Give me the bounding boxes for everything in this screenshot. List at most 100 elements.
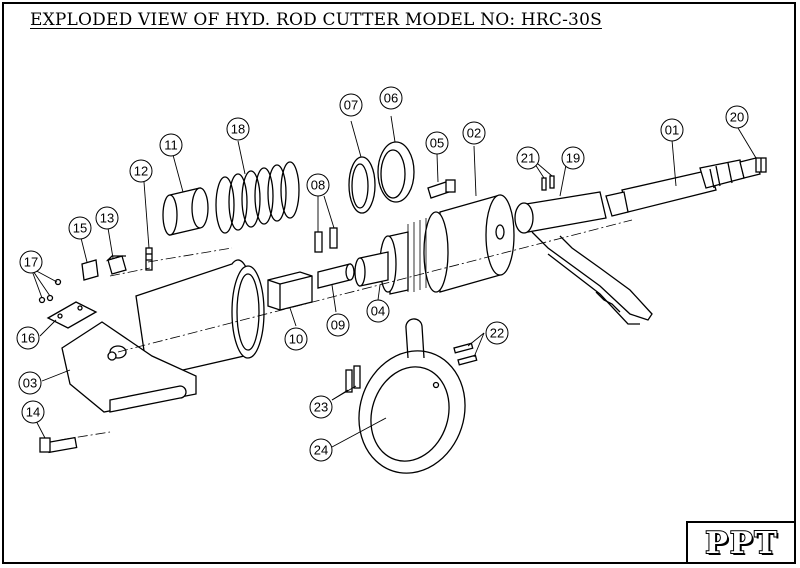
callout-label: 07 (344, 98, 358, 113)
callout-18: 18 (226, 117, 250, 141)
callout-03: 03 (18, 371, 42, 395)
part-07-ring (348, 156, 376, 214)
callout-label: 23 (314, 400, 328, 415)
callout-05: 05 (425, 131, 449, 155)
callout-label: 18 (231, 122, 245, 137)
part-24-screws (345, 365, 361, 393)
part-23-ring-frame (358, 318, 466, 474)
callout-circle (485, 321, 509, 345)
callout-label: 20 (730, 110, 744, 125)
callout-label: 17 (24, 255, 38, 270)
callout-circle (516, 146, 540, 170)
part-12-pin (145, 247, 153, 271)
callout-label: 09 (331, 318, 345, 333)
callout-10: 10 (284, 327, 308, 351)
callout-circle (18, 371, 42, 395)
callout-08: 08 (306, 173, 330, 197)
callout-label: 05 (430, 136, 444, 151)
callout-circle (339, 93, 363, 117)
part-10-blade (267, 271, 313, 311)
callout-12: 12 (129, 159, 153, 183)
callout-circle (306, 173, 330, 197)
callout-label: 13 (100, 211, 114, 226)
part-13-block (105, 255, 127, 275)
part-16-plate (46, 301, 98, 329)
callout-circle (16, 326, 40, 350)
part-03-head (61, 321, 197, 413)
callout-20: 20 (725, 105, 749, 129)
callout-label: 03 (23, 376, 37, 391)
callout-17: 17 (19, 250, 43, 274)
part-05-screw (427, 179, 456, 199)
callout-circle (725, 105, 749, 129)
part-09-connector (317, 263, 355, 289)
callout-label: 11 (164, 138, 178, 153)
callout-circle (68, 216, 92, 240)
callout-markers: 01 02 03 04 05 06 07 08 09 10 11 12 13 14 15 16 17 18 19 20… (16, 86, 749, 462)
callout-circle (326, 313, 350, 337)
callout-14: 14 (21, 400, 45, 424)
callout-label: 04 (371, 304, 385, 319)
drawing-title: EXPLODED VIEW OF HYD. ROD CUTTER MODEL N… (30, 10, 602, 30)
callout-circle (462, 121, 486, 145)
callout-circle (379, 86, 403, 110)
callout-label: 16 (21, 331, 35, 346)
callout-label: 21 (521, 151, 535, 166)
part-17-screws (38, 278, 62, 304)
callout-07: 07 (339, 93, 363, 117)
callout-label: 08 (311, 178, 325, 193)
main-housing (135, 259, 265, 379)
callout-circle (95, 206, 119, 230)
callout-label: 12 (134, 164, 148, 179)
callout-circle (19, 250, 43, 274)
ppt-logo: PPT (704, 525, 779, 562)
ppt-logo-box: PPT (686, 521, 796, 564)
callout-11: 11 (159, 133, 183, 157)
callout-circle (660, 118, 684, 142)
callout-16: 16 (16, 326, 40, 350)
part-06-ring (377, 141, 415, 203)
part-02-cylinder (407, 194, 515, 293)
part-01-piston-rod (605, 159, 745, 217)
callout-circle (425, 131, 449, 155)
callout-circle (561, 146, 585, 170)
callout-21: 21 (516, 146, 540, 170)
callout-label: 15 (73, 221, 87, 236)
callout-22: 22 (485, 321, 509, 345)
callout-15: 15 (68, 216, 92, 240)
callout-label: 01 (665, 123, 679, 138)
part-15-clip (81, 259, 99, 281)
callout-circle (21, 400, 45, 424)
callout-label: 19 (566, 151, 580, 166)
callout-13: 13 (95, 206, 119, 230)
assembly-center-line (59, 219, 633, 441)
callout-label: 10 (289, 332, 303, 347)
callout-label: 14 (26, 405, 40, 420)
part-14-bolt (39, 436, 78, 454)
part-22-screws (453, 342, 478, 366)
callout-circle (284, 327, 308, 351)
part-08-pins (314, 227, 338, 253)
callout-01: 01 (660, 118, 684, 142)
callout-09: 09 (326, 313, 350, 337)
callout-circle (366, 299, 390, 323)
callout-label: 02 (467, 126, 481, 141)
callout-19: 19 (561, 146, 585, 170)
callout-circle (129, 159, 153, 183)
part-18-spring (215, 161, 300, 234)
callout-04: 04 (366, 299, 390, 323)
callout-02: 02 (462, 121, 486, 145)
callout-24: 24 (309, 438, 333, 462)
callout-label: 06 (384, 91, 398, 106)
part-19-handle (514, 191, 653, 325)
callout-label: 22 (490, 326, 504, 341)
callout-circle (226, 117, 250, 141)
callout-circle (309, 438, 333, 462)
part-20-fitting (739, 157, 767, 179)
callout-06: 06 (379, 86, 403, 110)
callout-circle (159, 133, 183, 157)
callout-circle (309, 395, 333, 419)
callout-label: 24 (314, 443, 328, 458)
